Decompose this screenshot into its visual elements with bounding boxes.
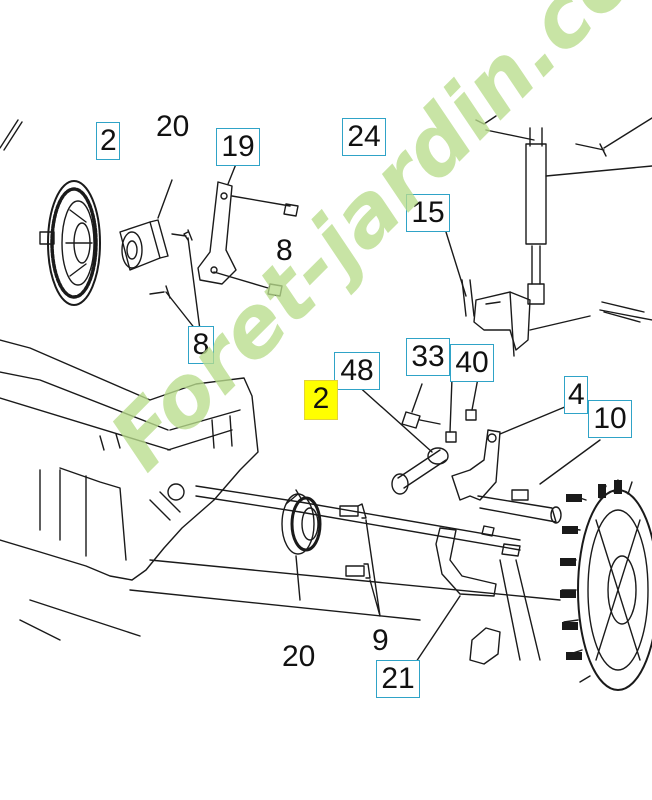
bushing — [281, 489, 322, 601]
drive-gear — [39, 180, 101, 306]
wheel-paddles — [560, 480, 622, 660]
support-bracket — [197, 163, 291, 289]
callout-part-15[interactable]: 15 — [406, 194, 450, 232]
link-rod — [355, 383, 449, 495]
callout-part-19[interactable]: 19 — [216, 128, 260, 166]
pin — [445, 231, 475, 317]
callout-part-21[interactable]: 21 — [376, 660, 420, 698]
callout-part-10[interactable]: 10 — [588, 400, 632, 438]
callout-part-8[interactable]: 8 — [188, 326, 214, 364]
small-block — [469, 627, 501, 665]
gas-spring — [475, 115, 652, 305]
callout-part-2-highlighted[interactable]: 2 — [304, 380, 338, 420]
callout-part-4[interactable]: 4 — [564, 376, 588, 414]
gearbox-housing — [0, 339, 259, 641]
callout-part-24[interactable]: 24 — [342, 118, 386, 156]
bracket-bolts — [267, 203, 299, 297]
lever-arm — [451, 403, 573, 501]
axle-assembly — [477, 439, 601, 524]
label-part-9: 9 — [372, 624, 389, 657]
frame-fragment — [0, 119, 23, 151]
label-part-8-middle: 8 — [276, 234, 293, 267]
lever-fasteners — [401, 377, 479, 443]
flange-bearing — [119, 219, 169, 271]
callout-part-33[interactable]: 33 — [406, 338, 450, 376]
label-part-20-bottom: 20 — [282, 640, 316, 673]
mount-bracket — [473, 291, 652, 357]
lower-bracket — [415, 525, 541, 663]
shaft-bolts — [339, 503, 381, 617]
callout-part-40[interactable]: 40 — [450, 344, 494, 382]
callout-part-2-top[interactable]: 2 — [96, 122, 120, 160]
bearing-bolts — [149, 179, 201, 331]
label-part-20-top: 20 — [156, 110, 190, 143]
callout-part-48[interactable]: 48 — [334, 352, 380, 390]
